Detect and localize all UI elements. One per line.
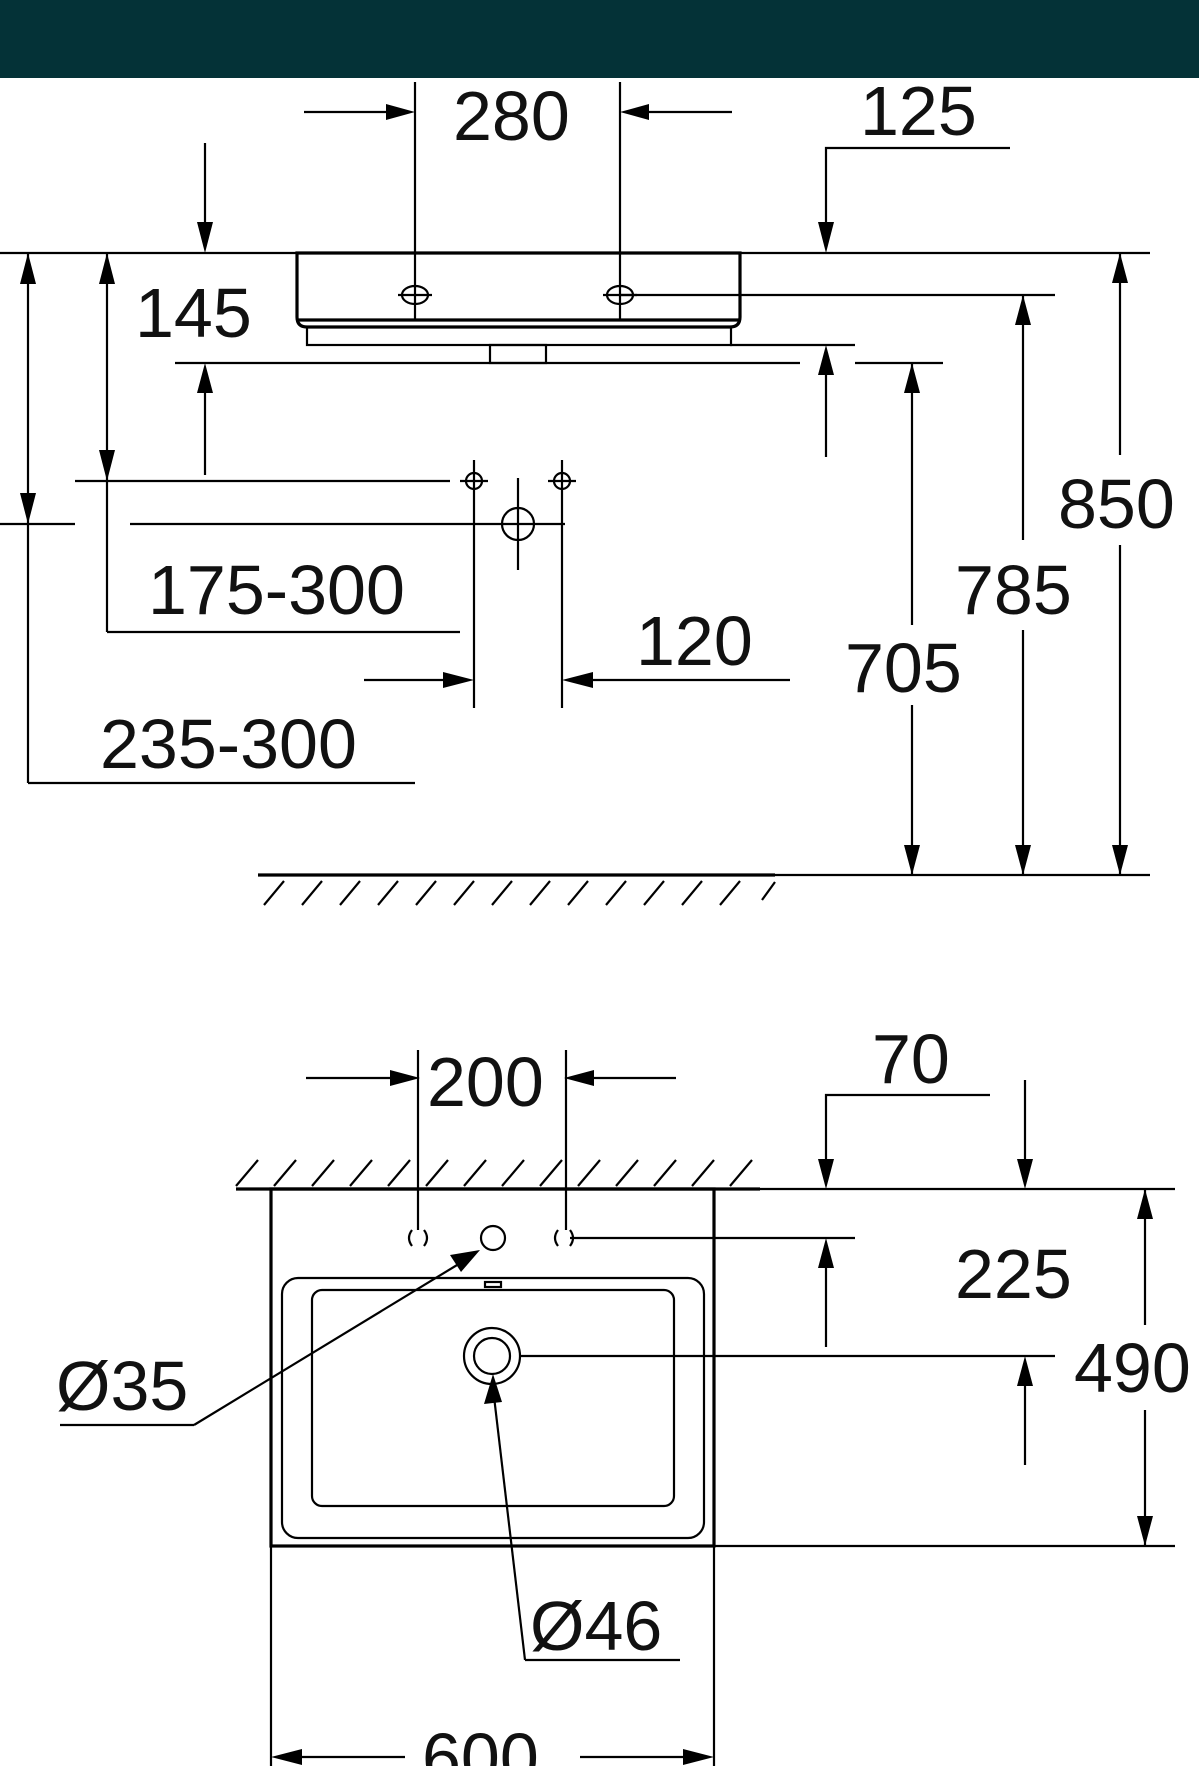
top-view: 200 70 225 490 Ø35 Ø46 [56, 1020, 1191, 1766]
dim-tap-hole-height: 785 [955, 551, 1072, 629]
dim-width: 600 [422, 1719, 539, 1766]
dim-waste-height: 235-300 [100, 705, 357, 783]
supply-connections [460, 460, 576, 708]
dim-wall-offset: 70 [872, 1020, 950, 1098]
dim-connection-height: 175-300 [148, 551, 405, 629]
wall-hatching [235, 1159, 1175, 1191]
side-view: 280 125 145 [0, 72, 1175, 906]
dim-supply-spacing: 120 [636, 602, 753, 680]
dim-rim-depth: 145 [135, 274, 252, 352]
dim-rim-height: 850 [1058, 465, 1175, 543]
basin-top-outline [269, 1187, 716, 1548]
dim-depth: 490 [1074, 1329, 1191, 1407]
dim-tap-spacing-top: 200 [427, 1043, 544, 1121]
basin-side-profile [295, 251, 742, 365]
floor-hatching [258, 873, 1150, 906]
header-bar [0, 0, 1199, 78]
dim-tap-spacing-side: 280 [453, 77, 570, 155]
dim-drain-diameter: Ø46 [530, 1587, 662, 1665]
dim-bottom-height: 705 [845, 629, 962, 707]
dim-rim-offset: 125 [860, 72, 977, 150]
dim-drain-distance: 225 [955, 1235, 1072, 1313]
dim-tap-hole-diameter: Ø35 [56, 1347, 188, 1425]
